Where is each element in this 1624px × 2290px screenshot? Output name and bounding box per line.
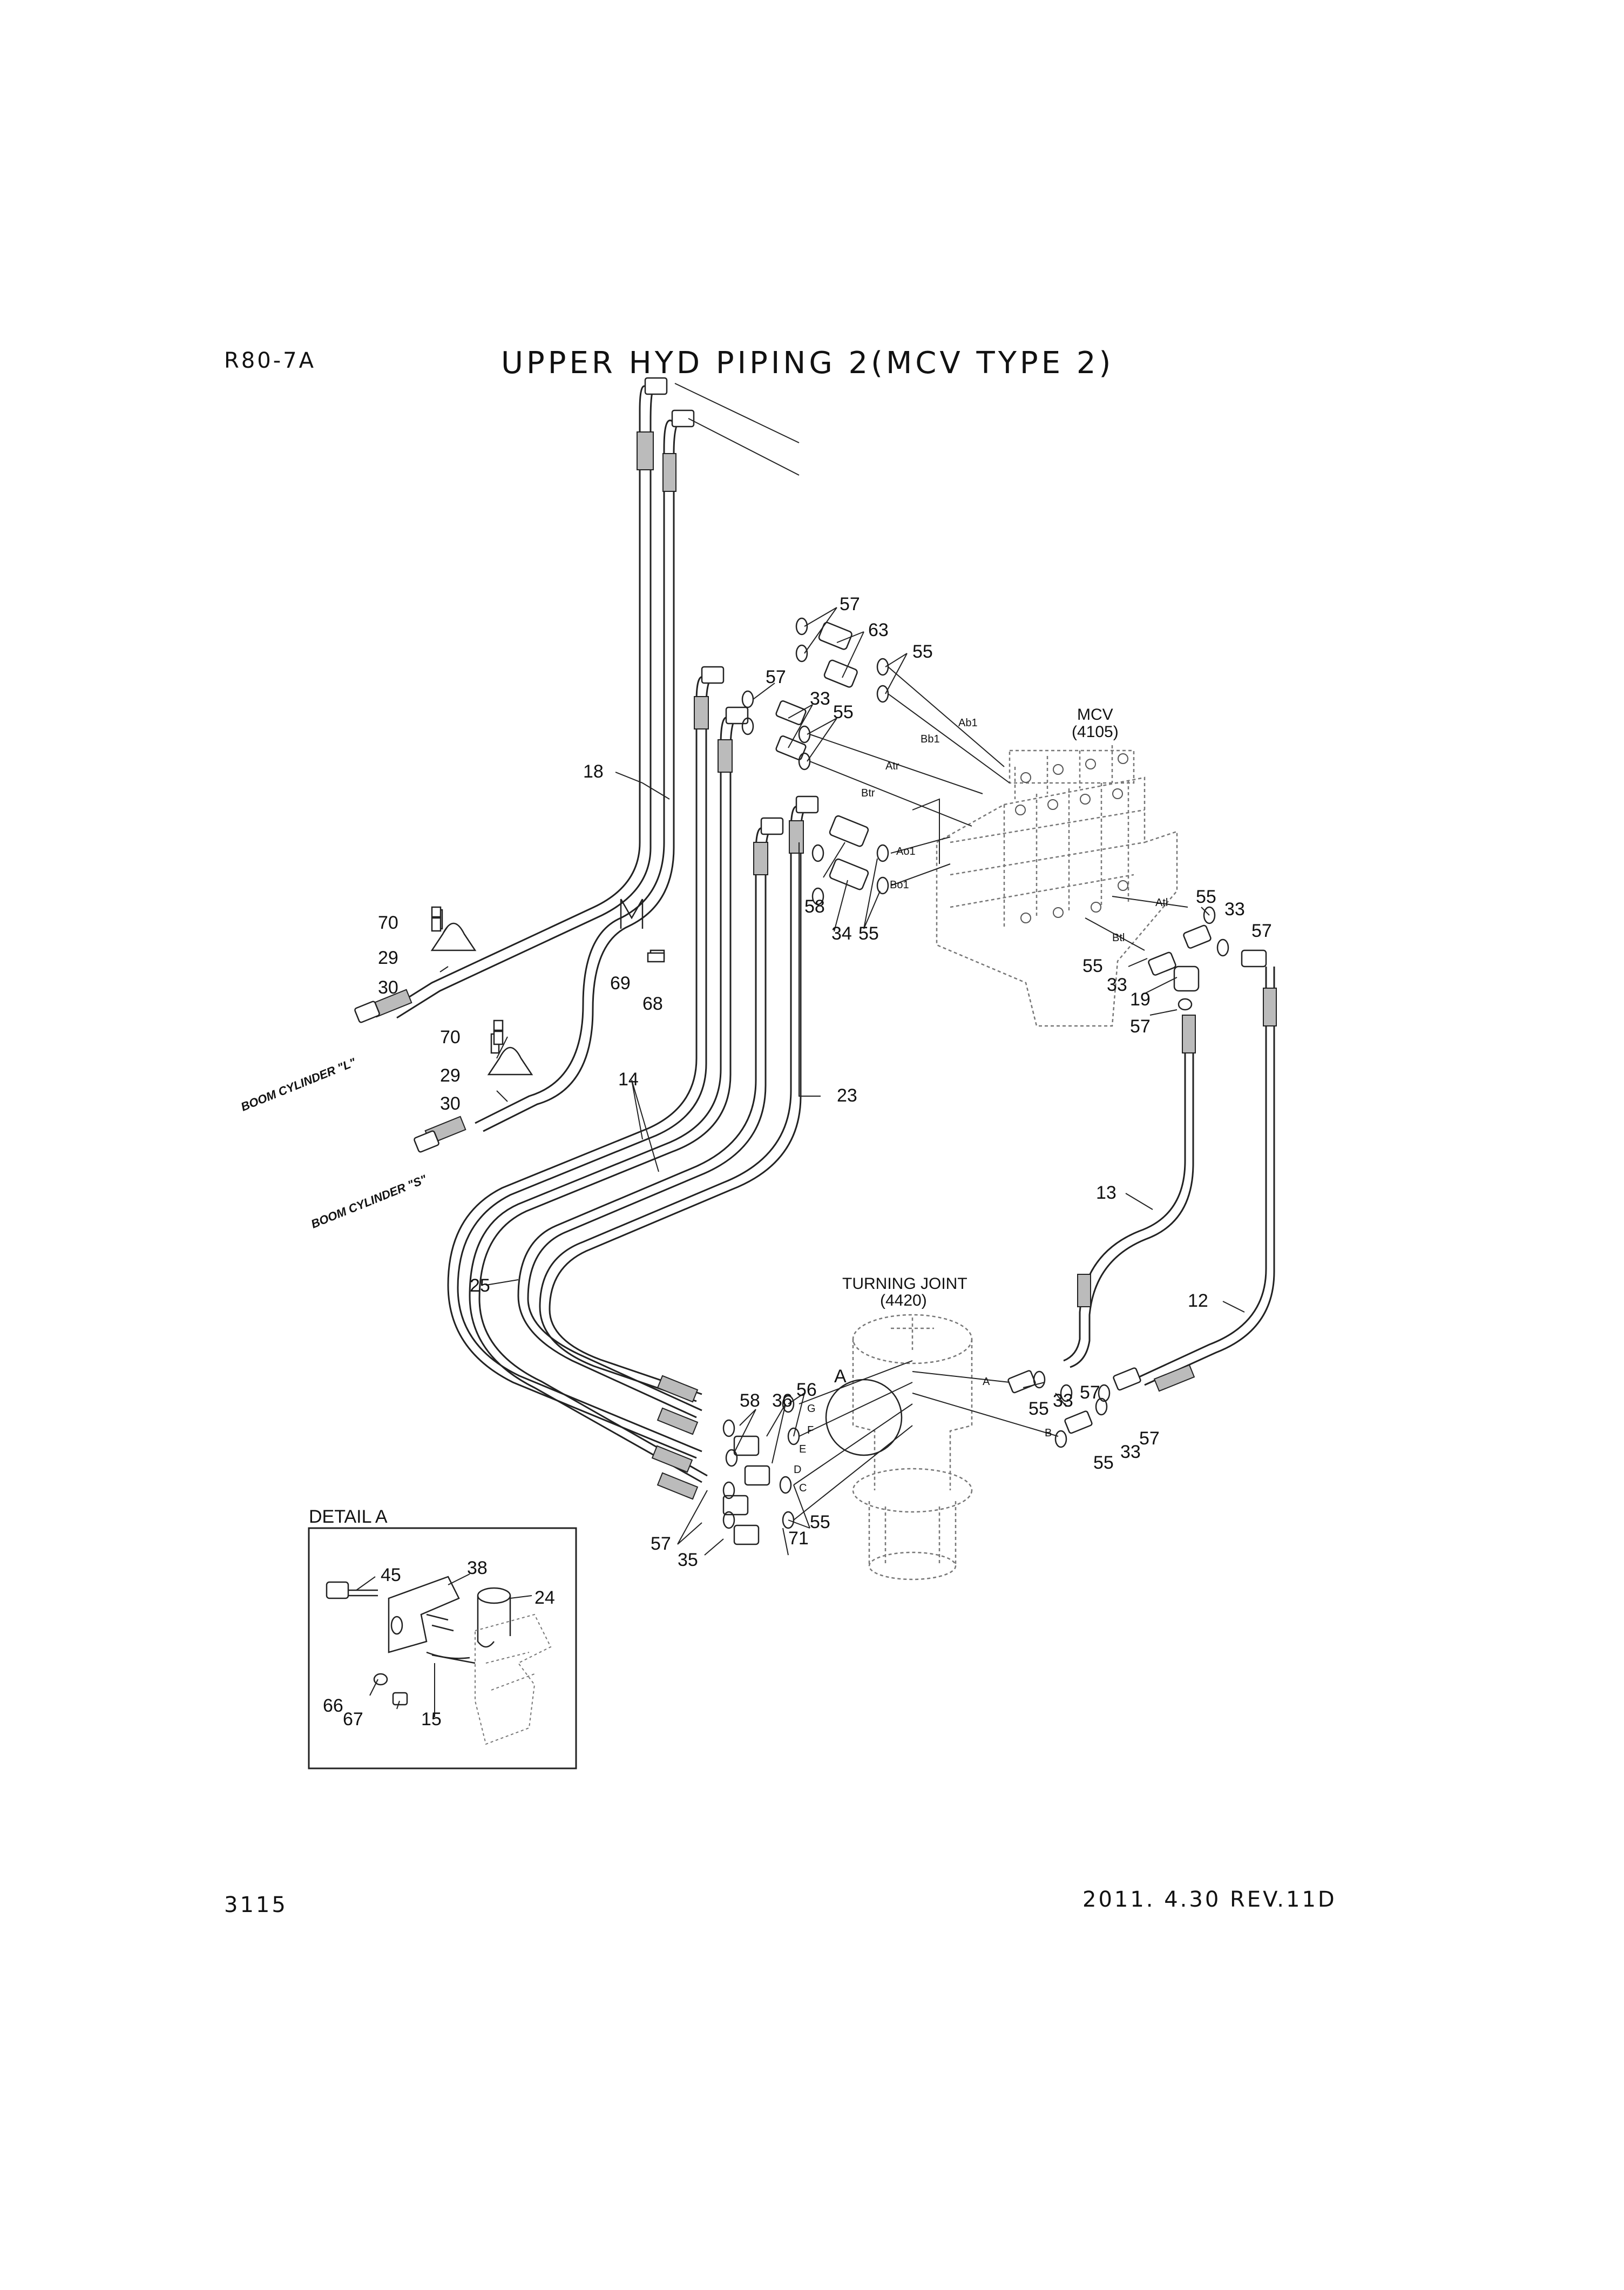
port-lines — [674, 383, 1188, 1521]
mcv-fittings — [1015, 753, 1128, 923]
turning-joint — [852, 1314, 973, 1580]
detail-a-leaders — [356, 1573, 532, 1717]
callout-57f: 57 — [1139, 1428, 1160, 1449]
port-bo1: Bo1 — [890, 879, 909, 891]
callout-55e: 55 — [1082, 956, 1103, 976]
detail-a-ghost — [475, 1613, 552, 1745]
revision-label: 2011. 4.30 REV.11D — [1082, 1887, 1337, 1912]
callout-33c: 33 — [1107, 975, 1127, 995]
callout-15: 15 — [421, 1709, 442, 1730]
callout-67: 67 — [343, 1709, 363, 1730]
callout-29a: 29 — [378, 948, 398, 968]
port-atl: Atl — [1155, 897, 1168, 909]
callout-69: 69 — [610, 973, 631, 994]
callout-58b: 58 — [740, 1390, 760, 1411]
callout-13: 13 — [1096, 1183, 1116, 1203]
turning-joint-code: (4420) — [880, 1292, 927, 1309]
port-b: B — [1045, 1427, 1052, 1439]
callout-71: 71 — [788, 1528, 809, 1549]
callout-33a: 33 — [810, 688, 830, 709]
bolts — [431, 906, 665, 1045]
callout-55b: 55 — [833, 702, 854, 722]
callout-18: 18 — [583, 761, 604, 782]
callout-68: 68 — [642, 994, 663, 1014]
callout-55c: 55 — [858, 923, 879, 944]
hose-ends — [370, 431, 1277, 1500]
callout-56: 56 — [796, 1380, 817, 1400]
detail-a-callouts: 45 38 24 66 67 15 — [323, 1558, 555, 1730]
turning-joint-label: TURNING JOINT — [842, 1275, 967, 1293]
callout-55a: 55 — [912, 641, 933, 662]
port-ao1: Ao1 — [896, 846, 916, 857]
callout-57e: 57 — [1080, 1382, 1100, 1403]
callout-57a: 57 — [840, 594, 860, 614]
callout-30b: 30 — [440, 1093, 461, 1114]
callout-30a: 30 — [378, 977, 398, 998]
port-atr: Atr — [885, 760, 899, 772]
port-labels: Ab1 Bb1 Atr Btr Ao1 Bo1 Atl Btl A B C D … — [794, 717, 1168, 1494]
callout-33e: 33 — [1120, 1442, 1141, 1462]
callout-57c: 57 — [1251, 921, 1272, 941]
callout-70a: 70 — [378, 913, 398, 933]
callout-45: 45 — [381, 1565, 401, 1585]
page-title: UPPER HYD PIPING 2(MCV TYPE 2) — [501, 346, 1114, 381]
callout-numbers: 57 63 55 57 33 55 18 70 29 30 69 68 70 2… — [378, 594, 1272, 1570]
callout-70b: 70 — [440, 1027, 461, 1048]
port-f: F — [807, 1424, 814, 1436]
callout-33d: 33 — [1053, 1390, 1073, 1411]
callout-38: 38 — [467, 1558, 488, 1578]
detail-a-ref: A — [834, 1366, 847, 1387]
leader-lines — [439, 607, 1245, 1556]
callout-58a: 58 — [804, 896, 825, 917]
callout-66: 66 — [323, 1695, 343, 1716]
port-c: C — [799, 1482, 807, 1494]
callout-12: 12 — [1188, 1291, 1208, 1311]
port-d: D — [794, 1464, 801, 1476]
callout-55f: 55 — [1028, 1399, 1049, 1419]
callout-19: 19 — [1130, 989, 1151, 1010]
page-number: 3115 — [224, 1893, 288, 1917]
port-ab1: Ab1 — [958, 717, 978, 729]
callout-34: 34 — [831, 923, 852, 944]
callout-23: 23 — [837, 1085, 857, 1106]
mcv-label: MCV — [1077, 706, 1113, 724]
model-label: R80-7A — [224, 348, 316, 373]
callout-55h: 55 — [810, 1512, 830, 1532]
mcv-block — [936, 745, 1178, 1027]
detail-a-frame — [308, 1527, 577, 1769]
callout-57g: 57 — [651, 1534, 671, 1554]
clamps — [430, 899, 665, 1076]
callout-33b: 33 — [1224, 899, 1245, 920]
callout-57d: 57 — [1130, 1016, 1151, 1037]
callout-36: 36 — [772, 1390, 793, 1411]
callout-29b: 29 — [440, 1065, 461, 1086]
detail-a-parts — [326, 1576, 511, 1706]
boom-cylinder-l-label: BOOM CYLINDER "L" — [239, 1055, 358, 1114]
callout-35: 35 — [678, 1550, 698, 1570]
port-btl: Btl — [1112, 932, 1125, 944]
mcv-code: (4105) — [1072, 723, 1119, 741]
callout-24: 24 — [534, 1588, 555, 1608]
boom-cylinder-s-label: BOOM CYLINDER "S" — [309, 1172, 429, 1231]
callout-14: 14 — [618, 1069, 639, 1090]
port-btr: Btr — [861, 787, 875, 799]
port-bb1: Bb1 — [921, 733, 940, 745]
detail-a-title: DETAIL A — [309, 1507, 388, 1527]
detail-a-ref-circle — [825, 1379, 903, 1456]
callout-55g: 55 — [1093, 1453, 1114, 1473]
hoses — [388, 385, 1275, 1483]
fittings — [354, 377, 1267, 1545]
callout-55d: 55 — [1196, 887, 1216, 907]
port-g: G — [807, 1403, 816, 1415]
port-a: A — [983, 1376, 990, 1388]
callout-57b: 57 — [766, 667, 786, 687]
callout-25: 25 — [470, 1275, 490, 1296]
port-e: E — [799, 1443, 806, 1455]
callout-63: 63 — [868, 620, 889, 640]
